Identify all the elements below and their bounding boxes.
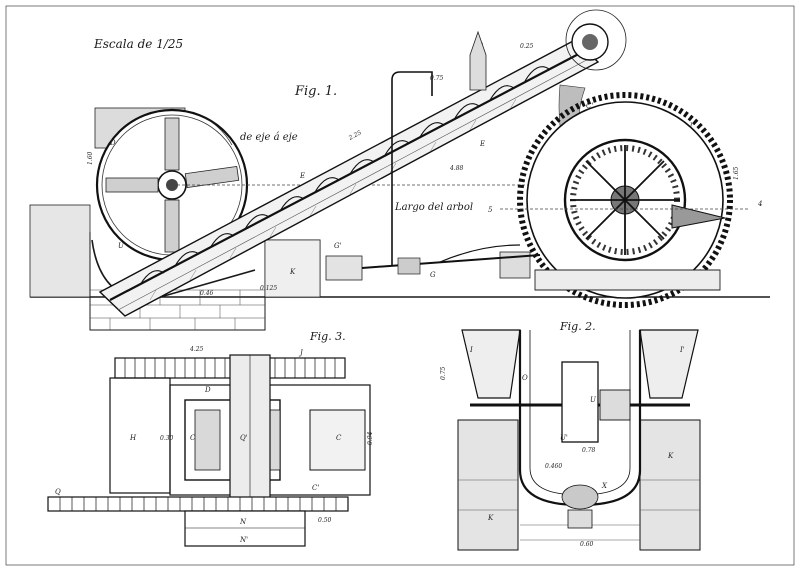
- fig2-dim-2: 0.78: [582, 447, 596, 454]
- figure-2: Fig. 2. I I' O U U' K K X 0.460 0.75 0.7…: [440, 320, 701, 551]
- fig2-title: Fig. 2.: [559, 320, 596, 333]
- fig3-letter-q: Q: [55, 488, 61, 496]
- fig3-dim-0: 4.25: [189, 346, 204, 353]
- fig3-letter-q-prime: J: [298, 349, 304, 357]
- fig1-dim-0: 0.125: [260, 285, 277, 292]
- fig2-right-hopper: [639, 329, 699, 399]
- fig1-letter-u: U: [118, 242, 125, 250]
- fig1-gear-base: [534, 269, 721, 291]
- fig1-letter-g: G: [430, 271, 436, 279]
- fig1-dim-6: 1.65: [733, 166, 740, 180]
- scale-label: Escala de 1/25: [93, 37, 183, 51]
- fig1-dim-2: 0.46: [200, 290, 214, 297]
- fig2-letter-o: O: [522, 374, 528, 382]
- fig3-letter-c2: C: [336, 434, 342, 442]
- fig3-right-block: [309, 409, 366, 471]
- fig2-dim-1: 0.75: [440, 366, 447, 380]
- fig3-dim-2: 0.94: [367, 431, 374, 445]
- fig2-letter-u: U: [590, 396, 597, 404]
- fig3-letter-c: C: [190, 434, 196, 442]
- fig3-letter-c-prime: C': [312, 484, 319, 492]
- fig2-letter-i: I: [469, 346, 473, 354]
- fig1-letter-k: K: [289, 268, 296, 276]
- fig1-letter-l-prime: l': [690, 122, 694, 130]
- fig2-dim-3: 0.60: [580, 541, 594, 548]
- fig1-dim-4: 4.88: [449, 165, 464, 172]
- fig1-gear-wheel: C' l': [517, 92, 733, 308]
- fig1-letter-5: 5: [488, 206, 493, 214]
- fig1-pipe: [391, 71, 433, 110]
- fig2-hub: [561, 361, 599, 443]
- fig1-dim-5: 0.25: [520, 43, 534, 50]
- shaft-length-label: Largo del arbol: [394, 202, 473, 213]
- figure-1: Fig. 1.: [29, 9, 770, 331]
- fig2-dim-0: 0.460: [545, 463, 562, 470]
- fig1-screw-conveyor: E E B: [98, 9, 627, 317]
- fig2-letter-u-prime: U': [560, 434, 568, 442]
- fig2-left-foundation: [457, 419, 519, 551]
- fig1-letter-g-prime: G': [334, 242, 342, 250]
- fig3-title: Fig. 3.: [309, 330, 346, 343]
- fig1-letter-e: E: [299, 172, 305, 180]
- fig1-dim-1: 1.60: [87, 151, 94, 165]
- fig3-dim-3: 0.50: [318, 517, 332, 524]
- fig3-dim-1: 0.30: [160, 435, 174, 442]
- fig1-letter-e2: E: [479, 140, 485, 148]
- fig1-drive-shaft: G G': [325, 242, 541, 281]
- figure-3: Fig. 3. J: [47, 330, 374, 547]
- fig2-letter-i-prime: I': [679, 346, 685, 354]
- fig1-letter-c-prime: C': [586, 102, 593, 110]
- fig2-right-foundation: [639, 419, 701, 551]
- fig1-dim-7: 0.75: [430, 75, 444, 82]
- fig3-letter-d: D: [204, 386, 211, 394]
- fig1-bracket: [469, 30, 487, 91]
- fig3-letter-j: Q': [240, 434, 248, 442]
- fig1-title: Fig. 1.: [294, 84, 337, 99]
- fig3-letter-n: N: [239, 518, 247, 526]
- center-to-center-label: de eje á eje: [240, 132, 298, 143]
- fig3-letter-n-prime: N': [239, 536, 248, 544]
- fig3-lower-gear: [184, 510, 306, 547]
- fig2-letter-k: K: [487, 514, 494, 522]
- fig1-letter-4: 4: [757, 200, 762, 208]
- fig1-letter-d: D: [109, 139, 116, 147]
- fig2-letter-k2: K: [667, 452, 674, 460]
- fig3-letter-h: H: [129, 434, 137, 442]
- fig2-letter-x: X: [601, 482, 608, 490]
- fig3-bottom-gear: [47, 496, 349, 512]
- fig2-left-hopper: [461, 329, 521, 399]
